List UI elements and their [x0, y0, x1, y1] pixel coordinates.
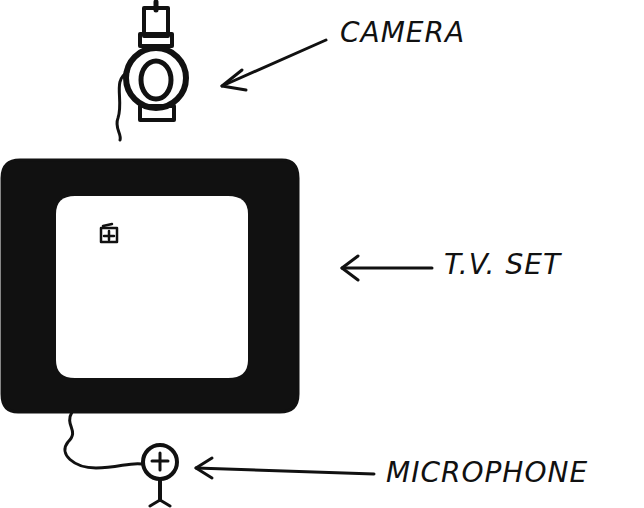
microphone-label: MICROPHONE [386, 458, 588, 489]
camera-drawing [117, 2, 186, 140]
leader-arrows [196, 40, 432, 478]
microphone-drawing [65, 412, 177, 506]
tv-drawing [2, 160, 298, 412]
tv-label: T.V. SET [444, 250, 561, 281]
camera-label: CAMERA [340, 18, 465, 49]
